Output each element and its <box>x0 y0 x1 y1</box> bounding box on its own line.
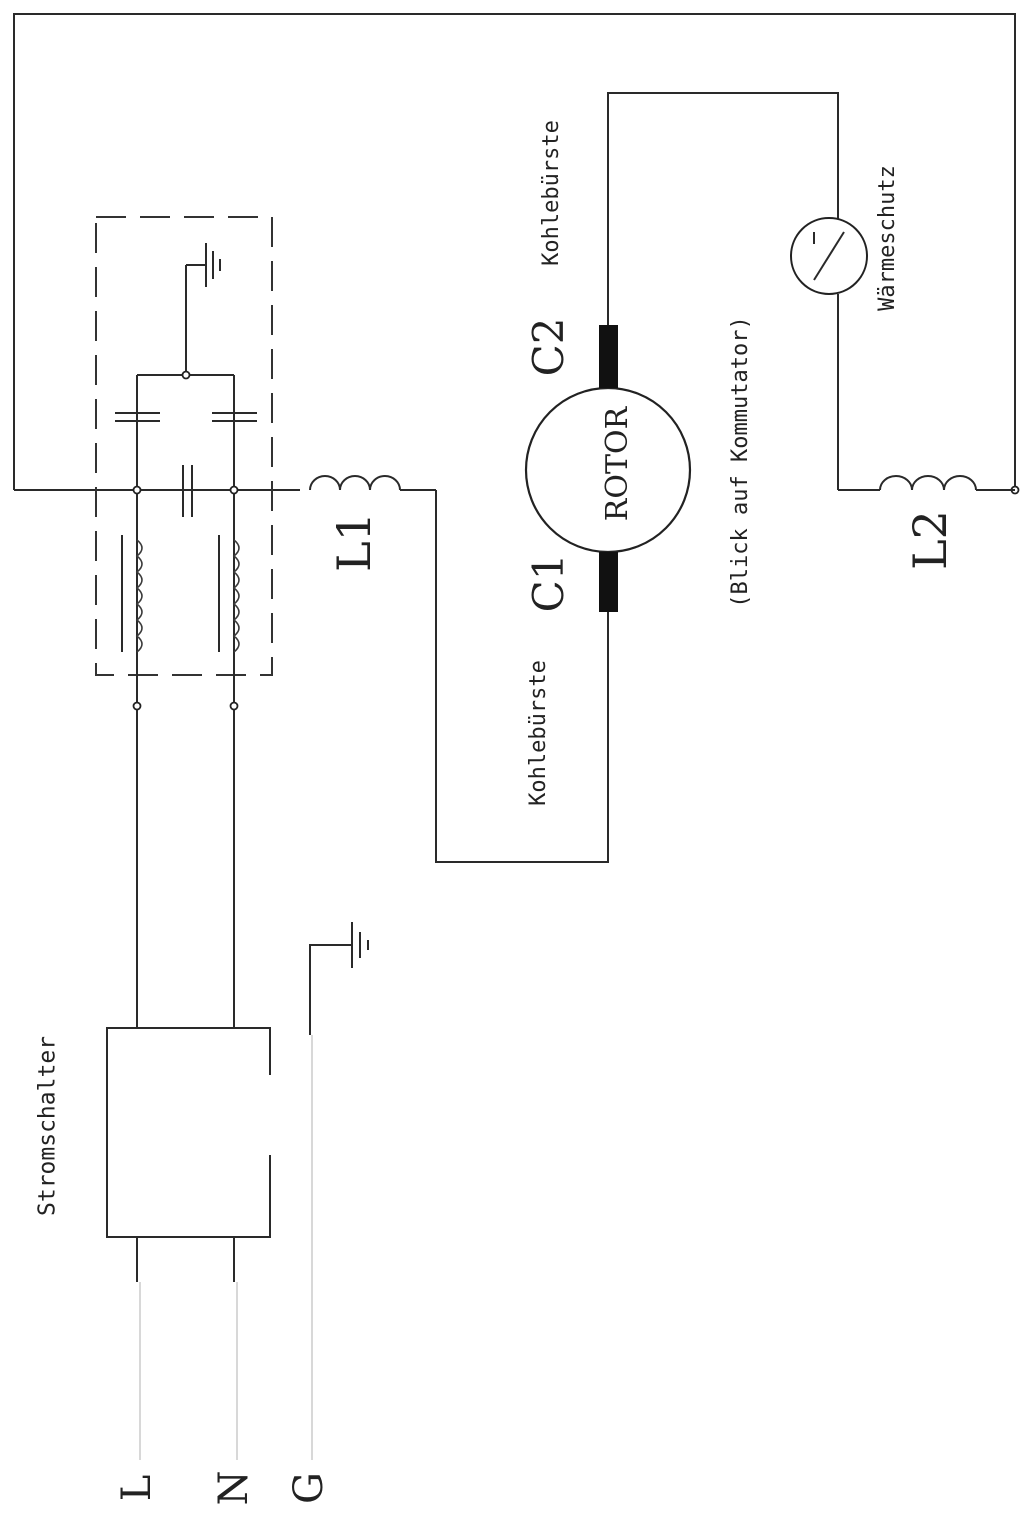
commutator-view-note: (Blick auf Kommutator) <box>728 316 753 607</box>
emi-filter-box <box>95 216 273 676</box>
power-switch-label: Stromschalter <box>35 1036 61 1216</box>
choke-right-icon <box>218 535 240 653</box>
thermal-protector-label: Wärmeschutz <box>875 165 900 311</box>
junction-nodes <box>132 370 1020 711</box>
coil-l1-label: L1 <box>327 512 381 572</box>
rotor-label: ROTOR <box>600 405 635 521</box>
mains-leads <box>139 1035 313 1460</box>
terminal-l-label: L <box>114 1475 160 1502</box>
y-capacitor-right-icon <box>212 412 257 422</box>
brush-c1-id-label: C1 <box>524 554 573 613</box>
terminal-n-label: N <box>211 1471 257 1506</box>
brush-c2-id-label: C2 <box>524 318 573 377</box>
y-capacitor-left-icon <box>115 412 160 422</box>
filter-ground-icon <box>205 243 221 287</box>
mains-ground-icon <box>309 922 369 1035</box>
coil-l2-label: L2 <box>903 510 957 570</box>
terminal-g-label: G <box>286 1472 332 1504</box>
coil-l2-icon <box>838 475 1015 491</box>
coil-l1-icon <box>309 475 609 863</box>
rotor-icon <box>524 325 692 612</box>
brush-c1-icon <box>599 552 618 612</box>
power-switch-icon <box>106 1027 271 1282</box>
brush-c2-label: Kohlebürste <box>539 120 564 266</box>
x-capacitor-icon <box>182 465 193 517</box>
brush-c1-label: Kohlebürste <box>526 660 551 806</box>
brush-c2-wire <box>607 92 839 325</box>
brush-c2-icon <box>599 325 618 388</box>
filter-internal-wiring <box>136 264 235 1028</box>
outer-loop-wire <box>13 13 1016 491</box>
thermal-protector-icon <box>790 217 868 490</box>
choke-left-icon <box>121 535 143 653</box>
